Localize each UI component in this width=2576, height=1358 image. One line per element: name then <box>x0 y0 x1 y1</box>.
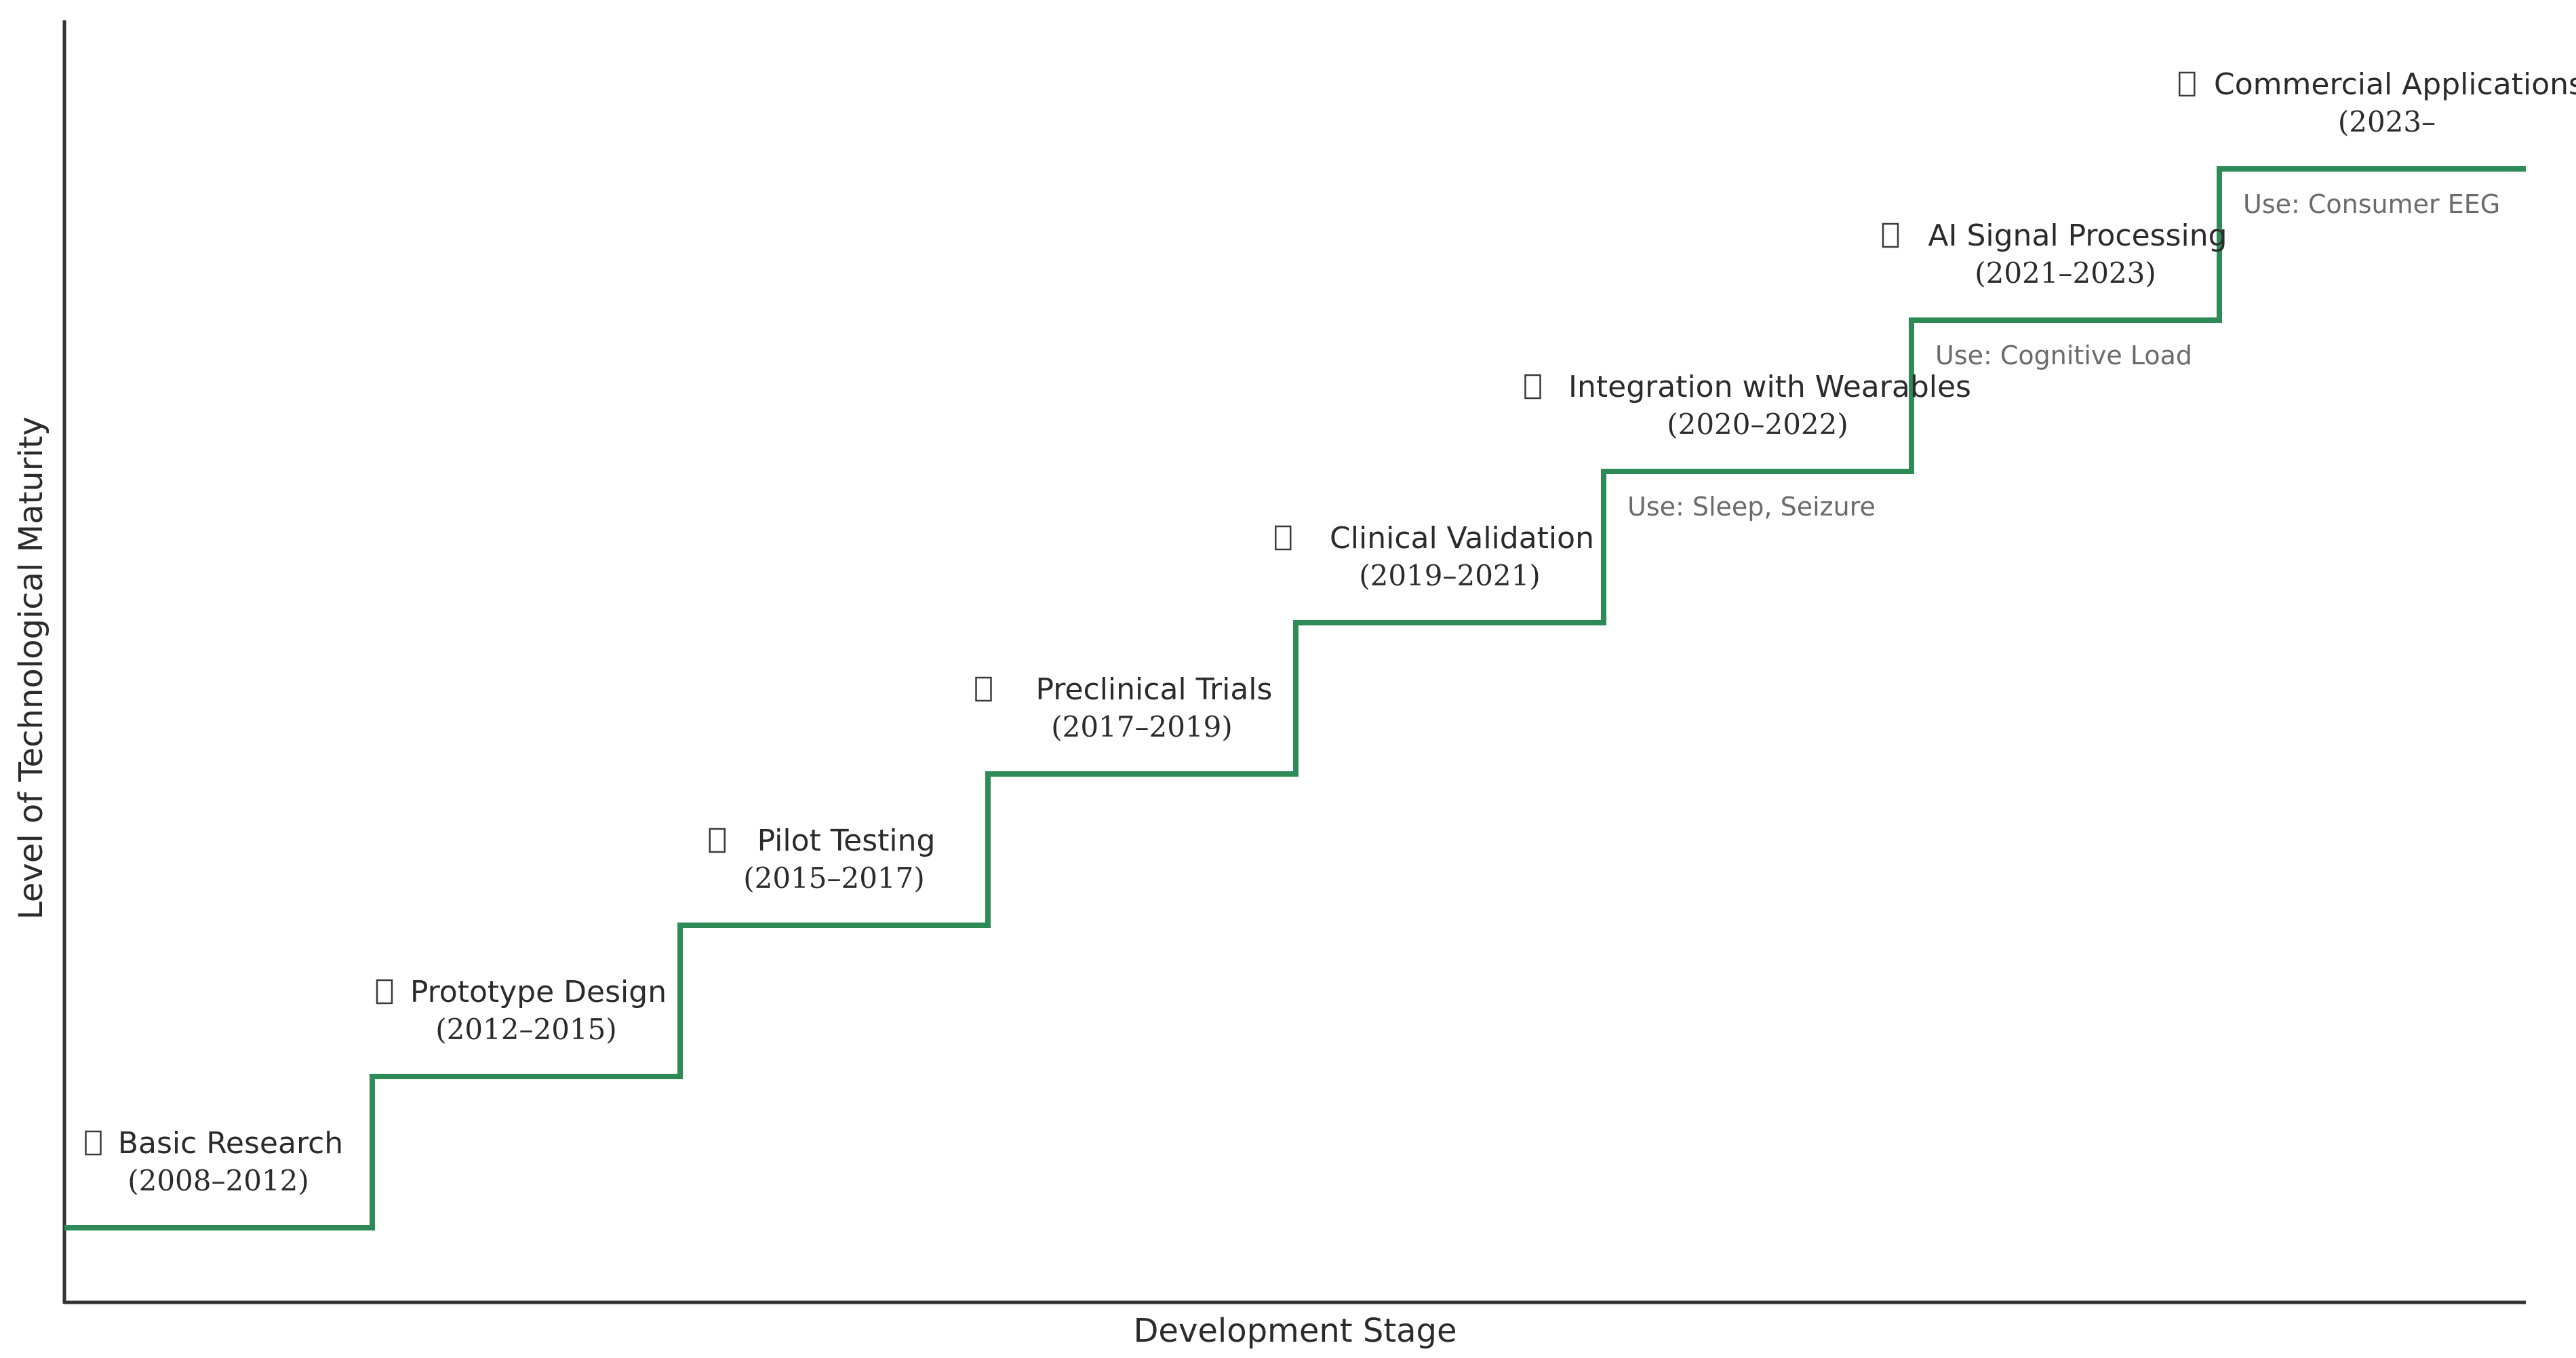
stage-name-label: Basic Research <box>118 1126 343 1161</box>
stage-use-label: Use: Cognitive Load <box>1935 341 2192 370</box>
x-axis-title: Development Stage <box>1133 1312 1457 1350</box>
stage-years-label: (2020–2022) <box>1667 408 1848 441</box>
missing-glyph-icon <box>709 828 726 853</box>
stage-labels: Basic Research(2008–2012) Prototype Desig… <box>85 67 2576 1197</box>
stage-years-label: (2008–2012) <box>127 1164 309 1197</box>
stage-years-label: (2023– <box>2338 105 2436 138</box>
stage-use-label: Use: Sleep, Seizure <box>1627 492 1876 522</box>
stage-years-label: (2015–2017) <box>743 861 925 895</box>
stage-use-label: Use: Consumer EEG <box>2243 189 2500 219</box>
missing-glyph-icon <box>1524 374 1541 400</box>
stage-years-label: (2019–2021) <box>1359 559 1541 592</box>
y-axis-title: Level of Technological Maturity <box>12 416 50 920</box>
missing-glyph-icon <box>376 979 393 1005</box>
stage-name-label: Preclinical Trials <box>1036 672 1273 707</box>
stage-name-label: Clinical Validation <box>1330 521 1594 556</box>
stage-name-label: AI Signal Processing <box>1928 218 2227 253</box>
stage-years-label: (2021–2023) <box>1975 256 2156 290</box>
missing-glyph-icon <box>2179 71 2196 97</box>
stage-name-label: Integration with Wearables <box>1568 370 1971 404</box>
missing-glyph-icon <box>975 676 992 702</box>
missing-glyph-icon <box>1882 222 1899 248</box>
stage-years-label: (2017–2019) <box>1051 710 1233 743</box>
stage-name-label: Pilot Testing <box>757 823 936 858</box>
maturity-step-line <box>64 166 2526 1230</box>
stage-name-label: Commercial Applications <box>2214 67 2576 102</box>
missing-glyph-icon <box>1275 525 1292 551</box>
stage-name-label: Prototype Design <box>410 975 667 1009</box>
missing-glyph-icon <box>85 1130 102 1156</box>
stage-years-label: (2012–2015) <box>435 1013 617 1046</box>
